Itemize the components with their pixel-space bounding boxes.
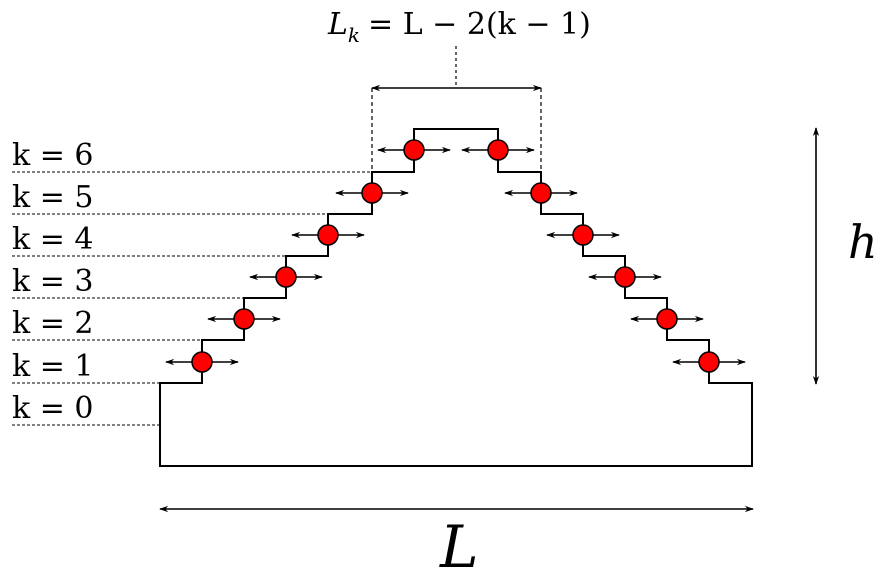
- particle-left-4: [317, 224, 339, 246]
- particle-right-6: [487, 139, 509, 161]
- level-label-6: k = 6: [12, 138, 93, 173]
- particle-left-2: [233, 308, 255, 330]
- particle-left-3: [275, 266, 297, 288]
- particle-left-6: [403, 139, 425, 161]
- level-labels: k = 6 k = 5 k = 4 k = 3 k = 2 k = 1 k = …: [12, 138, 93, 426]
- particles: [191, 139, 720, 373]
- particle-left-5: [361, 182, 383, 204]
- particle-right-3: [614, 266, 636, 288]
- particle-right-4: [572, 224, 594, 246]
- height-label: h: [848, 215, 878, 269]
- level-label-2: k = 2: [12, 306, 93, 341]
- formula-lhs-subscript: k: [348, 23, 360, 47]
- particle-right-2: [656, 308, 678, 330]
- formula: Lk = L − 2(k − 1): [327, 7, 591, 47]
- level-label-1: k = 1: [12, 349, 93, 384]
- level-label-4: k = 4: [12, 222, 93, 257]
- particle-left-1: [191, 351, 213, 373]
- level-label-5: k = 5: [12, 180, 93, 215]
- formula-lhs: L: [327, 7, 348, 42]
- level-guides: [12, 171, 372, 426]
- base-width-label: L: [439, 513, 479, 571]
- particle-right-1: [698, 351, 720, 373]
- level-label-0: k = 0: [12, 391, 93, 426]
- pyramid-outline: [159, 128, 753, 467]
- level-label-3: k = 3: [12, 264, 93, 299]
- particle-right-5: [530, 182, 552, 204]
- formula-rhs: = L − 2(k − 1): [368, 7, 591, 42]
